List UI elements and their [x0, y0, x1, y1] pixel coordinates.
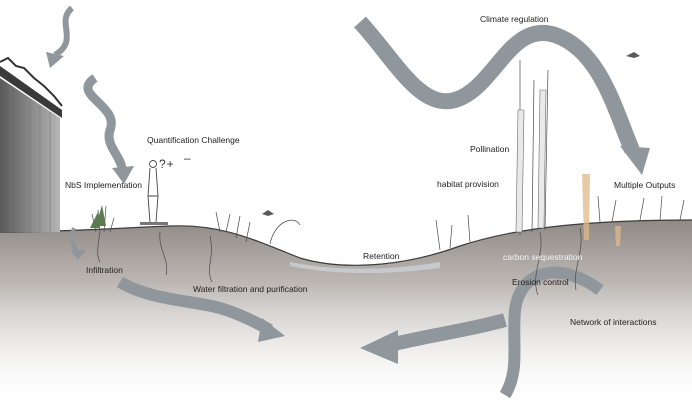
label-pollination: Pollination [470, 145, 509, 154]
label-water-filtration: Water filtration and purification [193, 285, 308, 294]
label-symbols: ?+ [159, 158, 175, 170]
label-climate-regulation: Climate regulation [480, 15, 549, 24]
tree-trunks [516, 90, 546, 232]
label-habitat-provision: habitat provision [437, 180, 499, 189]
soil-layer [0, 220, 692, 403]
label-infiltration: Infiltration [86, 266, 123, 275]
label-quantification: Quantification Challenge [147, 136, 240, 145]
label-minus: – [184, 152, 192, 164]
label-multiple-outputs: Multiple Outputs [614, 181, 675, 190]
label-network-of-interactions: Network of interactions [570, 318, 656, 327]
building [0, 58, 62, 232]
label-carbon-sequestration: carbon sequestration [503, 253, 582, 262]
label-nbs-implementation: NbS Implementation [65, 181, 142, 190]
label-retention: Retention [363, 252, 399, 261]
label-erosion-control: Erosion control [512, 278, 569, 287]
